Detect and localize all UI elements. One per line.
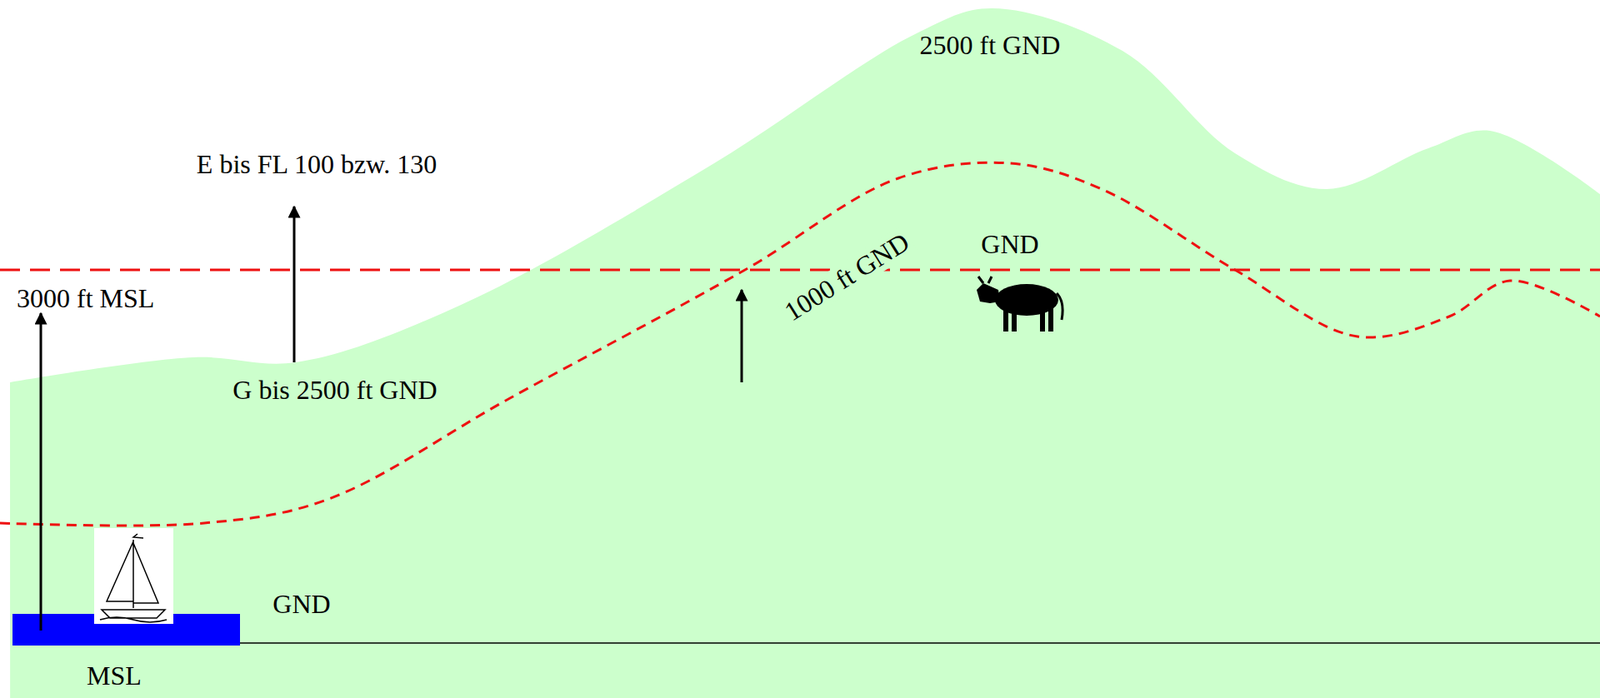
height-label: MSL: [86, 661, 142, 691]
height-label: GND: [272, 590, 330, 620]
gnd-1000-line: [0, 162, 1600, 526]
ground-line: [240, 642, 1600, 645]
height-arrow: [740, 290, 744, 383]
sailboat: [94, 528, 174, 625]
class-g-band: [10, 8, 1600, 698]
cow: [976, 276, 1063, 332]
height-label: GND: [980, 230, 1039, 260]
height-arrow: [293, 206, 296, 363]
height-label: E bis FL 100 bzw. 130: [196, 150, 437, 180]
msl-3000-line: [0, 269, 1600, 272]
height-label: 2500 ft GND: [920, 30, 1061, 60]
height-arrow: [40, 313, 43, 631]
height-label: G bis 2500 ft GND: [232, 375, 437, 405]
height-label: 3000 ft MSL: [16, 284, 155, 314]
